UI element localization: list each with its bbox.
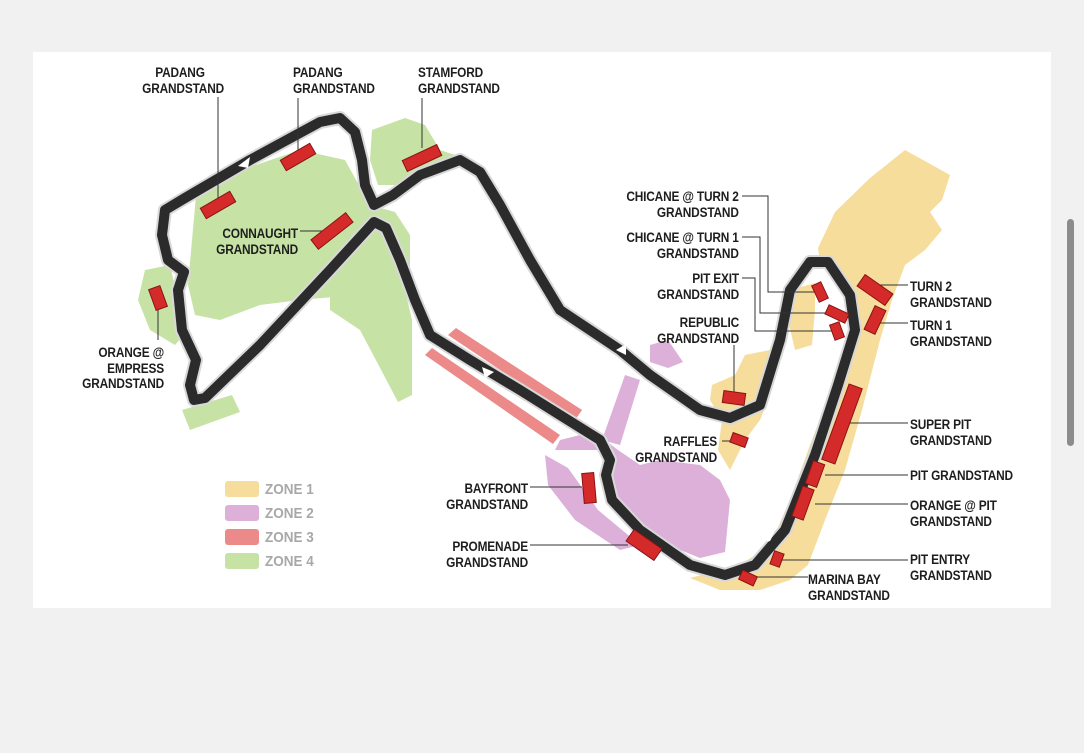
leader-chicane-turn1 xyxy=(742,236,830,314)
zone-3-areas xyxy=(425,328,582,444)
arrow-icon xyxy=(616,344,626,355)
legend-label-zone-1: ZONE 1 xyxy=(265,481,314,498)
start-finish-line xyxy=(765,467,801,543)
legend-swatch-zone-2 xyxy=(225,505,259,521)
grandstand-padang-2 xyxy=(279,142,317,172)
zone-3-strip-upper xyxy=(448,328,582,420)
grandstand-pit-exit xyxy=(828,321,846,341)
zone-4-esplanade-area xyxy=(330,268,412,402)
grandstand-padang-1 xyxy=(199,190,237,220)
grandstand-super-pit xyxy=(821,383,863,465)
legend-swatch-zone-3 xyxy=(225,529,259,545)
grandstand-chicane-turn2 xyxy=(811,281,829,303)
grandstand-raffles xyxy=(729,431,749,449)
legend-label-zone-2: ZONE 2 xyxy=(265,505,314,522)
grandstand-marina-bay xyxy=(737,569,759,587)
zone-4-south-area xyxy=(182,395,240,430)
zone-4-padang-area xyxy=(188,150,410,320)
direction-arrows xyxy=(238,157,626,378)
leader-lines xyxy=(157,97,908,578)
legend-swatch-zone-1 xyxy=(225,481,259,497)
grandstand-promenade xyxy=(625,528,663,562)
leader-pit-exit xyxy=(742,277,835,332)
legend-label-zone-4: ZONE 4 xyxy=(265,553,314,570)
grandstand-orange-empress xyxy=(147,284,169,312)
grandstand-connaught xyxy=(310,212,354,250)
grandstand-orange-pit xyxy=(791,485,815,521)
grandstand-republic xyxy=(721,389,747,407)
grandstand-markers xyxy=(147,142,894,587)
grandstand-turn2 xyxy=(856,273,894,307)
zone-4-areas xyxy=(138,118,455,430)
legend-swatch-zone-4 xyxy=(225,553,259,569)
zone-2-bayfront-area xyxy=(602,375,640,445)
grandstand-pit xyxy=(804,460,826,488)
zone-1-pit-area xyxy=(690,150,950,590)
zone-2-small-area xyxy=(650,340,683,368)
legend-label-zone-3: ZONE 3 xyxy=(265,529,314,546)
grandstand-bayfront xyxy=(581,471,597,505)
zone-3-strip-lower xyxy=(425,348,560,444)
grandstand-chicane-turn1 xyxy=(824,304,850,324)
arrow-icon xyxy=(482,367,494,378)
track xyxy=(155,111,862,582)
grandstand-turn1 xyxy=(863,305,887,335)
grandstand-pit-entry xyxy=(769,550,785,568)
grandstand-stamford xyxy=(401,143,443,173)
arrow-icon xyxy=(238,157,250,168)
leader-chicane-turn2 xyxy=(742,195,815,293)
track-asphalt xyxy=(157,113,860,580)
vertical-scrollbar[interactable] xyxy=(1067,219,1074,446)
zone-2-promenade-area xyxy=(555,435,730,558)
label-pit-grandstand: PIT GRANDSTAND xyxy=(910,468,1013,483)
